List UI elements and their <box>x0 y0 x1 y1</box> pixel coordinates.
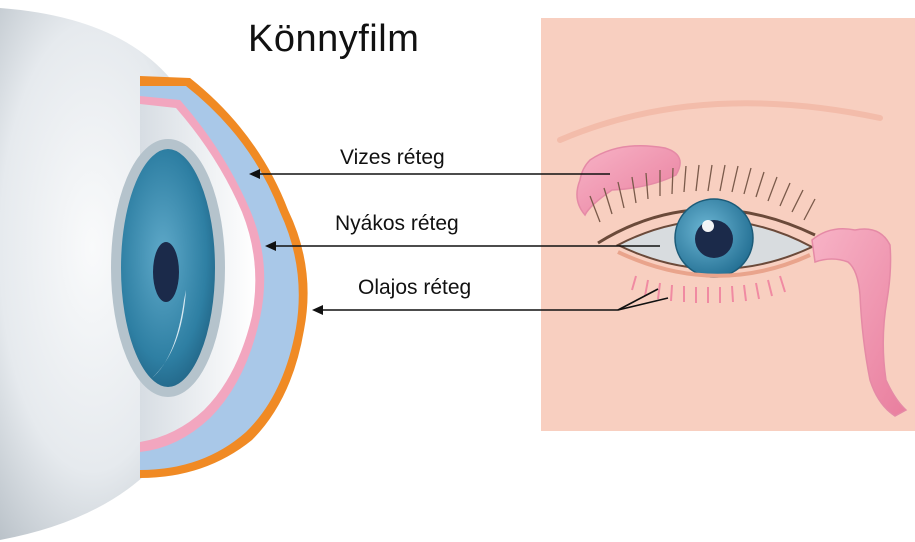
front-eye-highlight <box>702 220 714 232</box>
diagram-title: Könnyfilm <box>248 18 419 61</box>
arrowhead-oil-layer <box>312 305 323 315</box>
frontal-eye-panel <box>541 18 915 431</box>
label-oil-layer: Olajos réteg <box>358 276 471 300</box>
pupil-side <box>153 242 179 302</box>
front-pupil <box>695 220 733 258</box>
side-eye-cross-section <box>0 8 308 540</box>
label-mucus-layer: Nyákos réteg <box>335 212 459 236</box>
label-water-layer: Vizes réteg <box>340 146 445 170</box>
